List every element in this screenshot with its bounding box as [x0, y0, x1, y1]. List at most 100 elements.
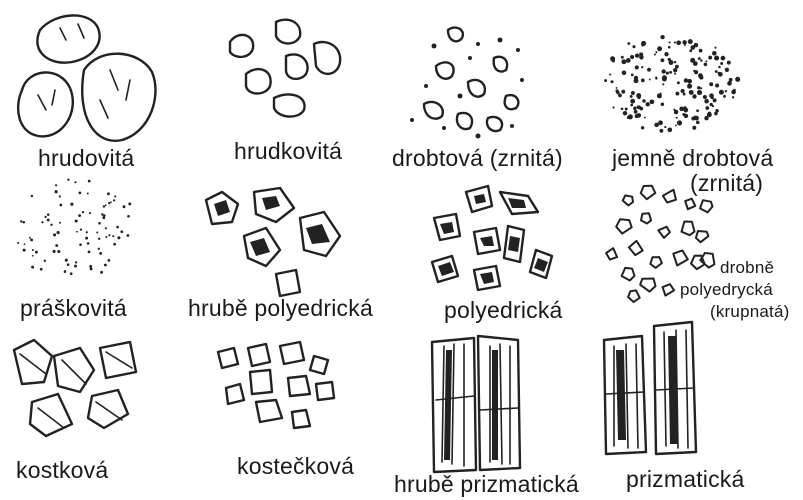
- particle-dot: [625, 108, 628, 111]
- particle-dot: [635, 53, 639, 57]
- particle-dot: [621, 107, 624, 110]
- particle-dot: [644, 117, 646, 119]
- particle-dot: [44, 260, 46, 262]
- particle-dot: [621, 56, 624, 59]
- particle-dot: [688, 39, 693, 44]
- particle-dot: [714, 55, 719, 60]
- particle-dot: [621, 59, 626, 64]
- particle-dot: [721, 56, 726, 61]
- particle-dot: [704, 116, 708, 120]
- particle-dot: [20, 220, 22, 222]
- particle-dot: [86, 231, 88, 233]
- particle-dot: [79, 192, 82, 195]
- particle-dot: [708, 56, 712, 60]
- particle-dot: [684, 78, 688, 82]
- small-polyhedron: [606, 248, 617, 259]
- small-polyhedron: [673, 250, 688, 265]
- particle-dot: [32, 249, 34, 251]
- particle-dot: [17, 242, 19, 244]
- particle-dot: [674, 73, 676, 75]
- particle-dot: [705, 60, 707, 62]
- particle-dot: [649, 79, 651, 81]
- particle-dot: [618, 93, 622, 97]
- small-polyhedron: [700, 200, 713, 212]
- particle-dot: [110, 201, 112, 203]
- particle-dot: [82, 211, 84, 213]
- particle-dot: [108, 202, 110, 204]
- particle-dot: [674, 110, 679, 115]
- particle-dot: [692, 126, 696, 130]
- hrube-prizmaticka-illustration: [432, 336, 520, 472]
- particle-dot: [664, 126, 666, 128]
- drobtova-illustration: [410, 28, 524, 139]
- small-polyhedron: [658, 227, 670, 238]
- particle-dot: [700, 87, 702, 89]
- particle-dot: [683, 106, 687, 110]
- hrudkovita-illustration: [230, 20, 340, 117]
- particle-dot: [101, 213, 103, 215]
- label-jemne-drobtova-zrnita: (zrnitá): [690, 170, 763, 197]
- small-polyhedron: [640, 279, 655, 292]
- particle-dot: [696, 109, 699, 112]
- particle-dot: [641, 79, 645, 83]
- particle-dot: [98, 248, 100, 250]
- particle-dot: [667, 127, 672, 132]
- particle-dot: [719, 90, 724, 95]
- particle-dot: [70, 203, 73, 206]
- particle-dot: [96, 231, 98, 233]
- particle-dot: [105, 204, 107, 206]
- particle-dot: [67, 263, 70, 266]
- particle-dot: [703, 95, 707, 99]
- particle-dot: [113, 199, 115, 201]
- particle-dot: [662, 83, 664, 85]
- small-polyhedron: [650, 257, 662, 268]
- particle-dot: [642, 127, 644, 129]
- label-hrube-polyedricka: hrubě polyedrická: [188, 295, 373, 322]
- particle-dot: [616, 87, 618, 89]
- particle-dot: [694, 70, 698, 74]
- particle-dot: [704, 63, 708, 67]
- particle-dot: [630, 55, 634, 59]
- particle-dot: [41, 221, 43, 223]
- particle-dot: [53, 250, 56, 253]
- particle-dot: [673, 68, 677, 72]
- label-hrube-prizmaticka: hrubě prizmatická: [394, 471, 579, 498]
- particle-dot: [668, 41, 670, 43]
- particle-dot: [623, 111, 627, 115]
- particle-dot: [89, 265, 92, 268]
- particle-dot: [98, 222, 101, 225]
- particle-dot: [55, 244, 58, 247]
- particle-dot: [689, 90, 694, 95]
- particle-dot: [35, 251, 38, 254]
- kostkova-illustration: [14, 340, 136, 436]
- particle-dot: [108, 234, 110, 236]
- particle-dot: [609, 74, 611, 76]
- particle-dot: [47, 219, 50, 222]
- particle-dot: [74, 181, 76, 183]
- particle-dot: [704, 99, 709, 104]
- particle-dot: [80, 228, 82, 230]
- particle-dot: [733, 89, 736, 92]
- particle-dot: [683, 93, 686, 96]
- label-hrudkovita: hrudkovitá: [234, 138, 342, 165]
- particle-dot: [715, 70, 718, 73]
- particle-dot: [53, 233, 56, 236]
- particle-dot: [691, 45, 696, 50]
- hrube-polyedricka-illustration: [206, 188, 340, 296]
- particle-dot: [698, 57, 701, 60]
- particle-dot: [675, 65, 679, 69]
- particle-dot: [679, 107, 684, 112]
- particle-dot: [639, 107, 643, 111]
- particle-dot: [628, 114, 633, 119]
- particle-dot: [630, 104, 633, 107]
- particle-dot: [718, 66, 721, 69]
- prizmaticka-illustration: [604, 322, 696, 454]
- particle-dot: [729, 78, 733, 82]
- particle-dot: [631, 91, 635, 95]
- particle-dot: [711, 96, 714, 99]
- particle-dot: [630, 99, 635, 104]
- particle-dot: [30, 238, 33, 241]
- particle-dot: [664, 52, 668, 56]
- particle-dot: [637, 96, 640, 99]
- particle-dot: [31, 266, 34, 269]
